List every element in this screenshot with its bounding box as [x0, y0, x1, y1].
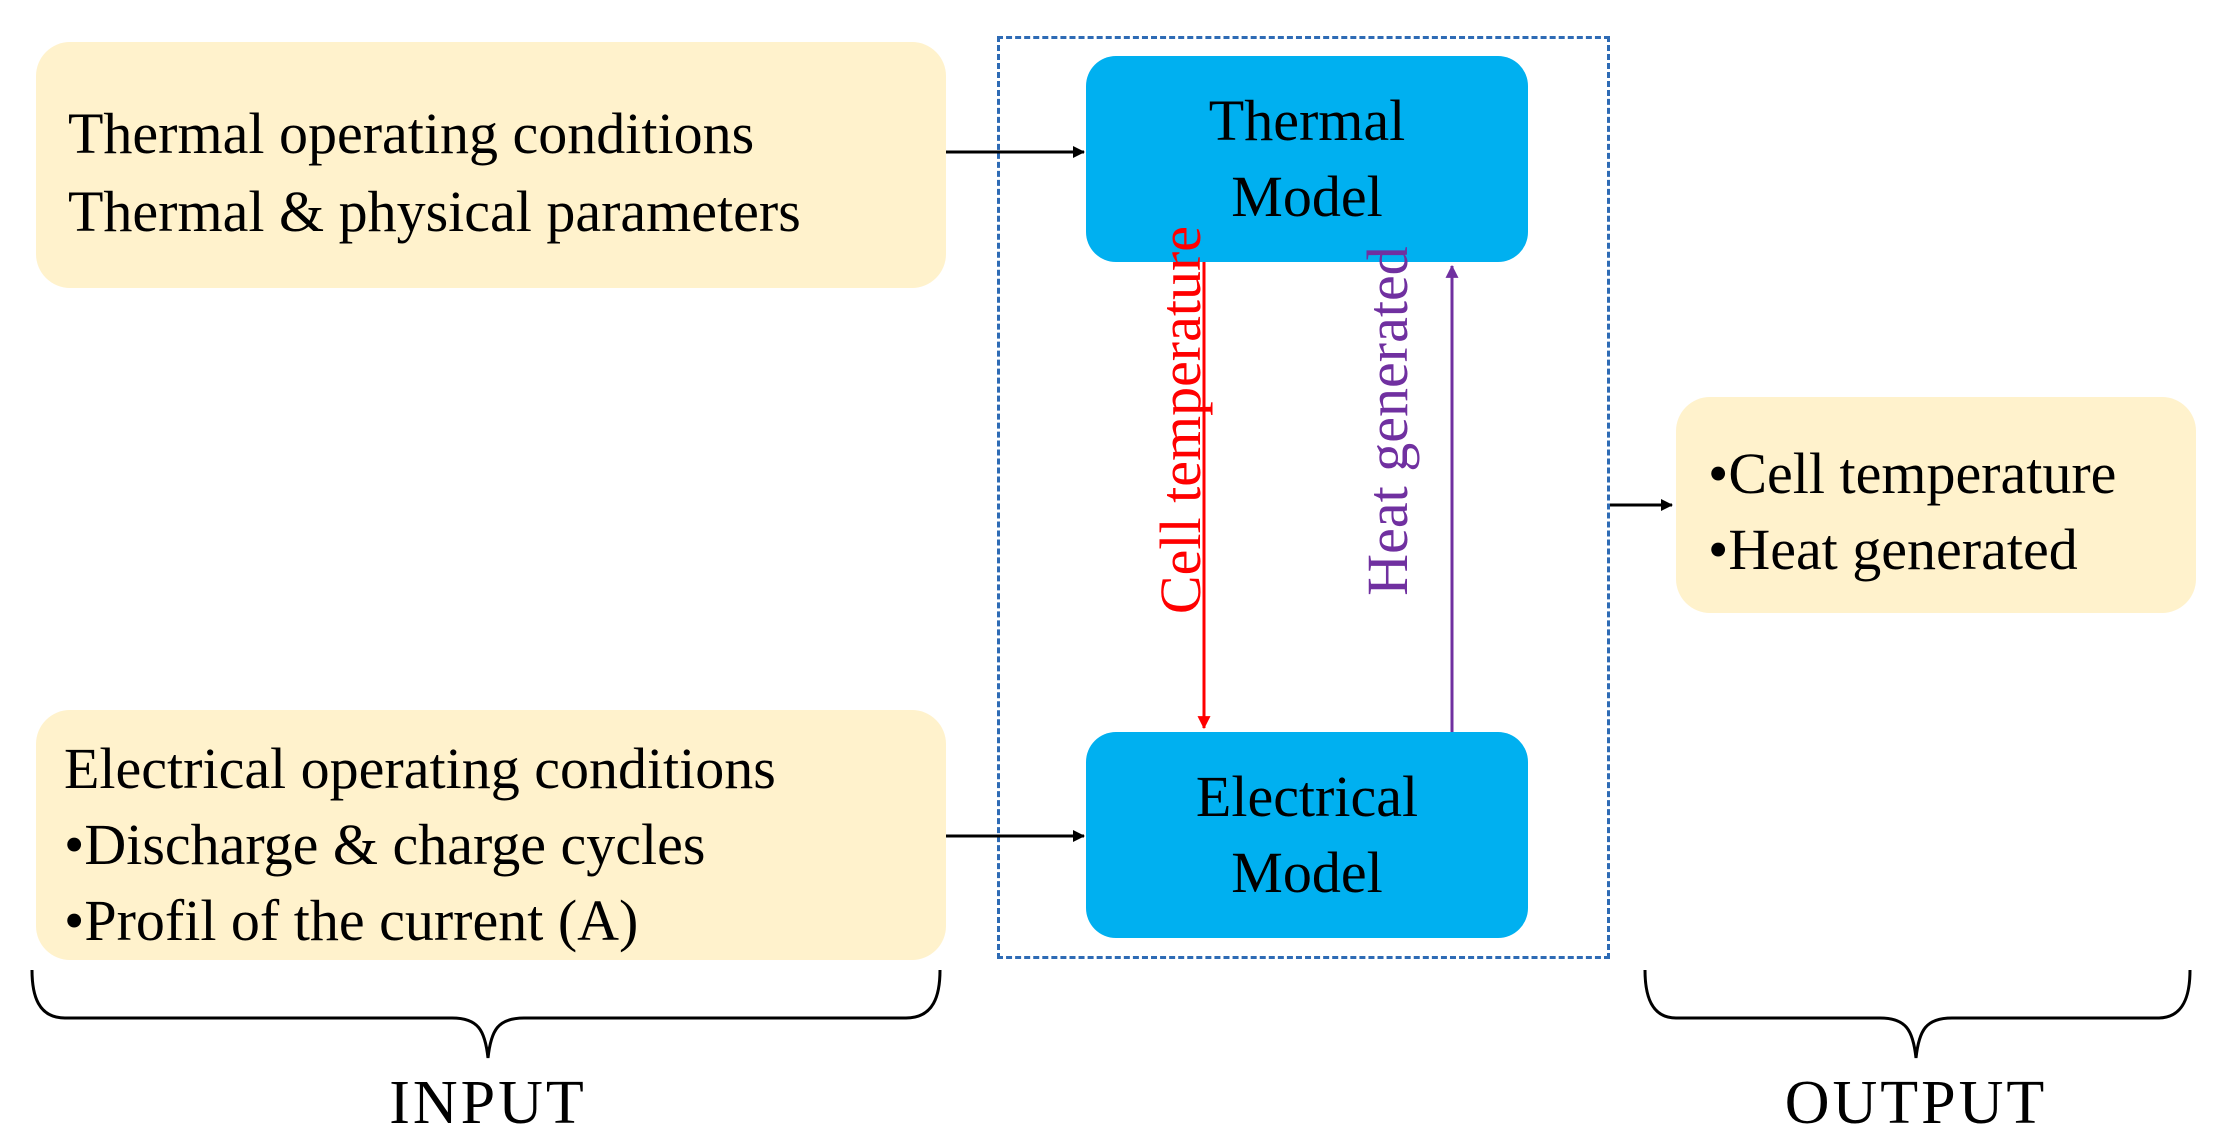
- output-bullet-2: •Heat generated: [1708, 521, 2078, 579]
- output-box: •Cell temperature •Heat generated: [1676, 397, 2196, 613]
- bullet-marker: •: [1708, 441, 1729, 506]
- electrical-model-line-1: Electrical: [1195, 764, 1419, 829]
- output-bullet-1: •Cell temperature: [1708, 445, 2116, 503]
- output-bullet-2-text: Heat generated: [1728, 517, 2078, 582]
- electrical-input-bullet-1: •Discharge & charge cycles: [64, 816, 705, 874]
- bullet-marker: •: [64, 888, 85, 953]
- input-label: INPUT: [389, 1069, 587, 1137]
- electrical-input-title: Electrical operating conditions: [64, 736, 776, 801]
- output-brace: [1643, 969, 2192, 1059]
- electrical-input-box: Electrical operating conditions •Dischar…: [36, 710, 946, 960]
- thermal-input-line-2: Thermal & physical parameters: [68, 179, 801, 244]
- thermal-model-line-1: Thermal: [1208, 88, 1406, 153]
- thermal-model-line-2: Model: [1231, 164, 1383, 229]
- bullet-marker: •: [64, 812, 85, 877]
- thermal-model-box: Thermal Model: [1086, 56, 1528, 262]
- electrical-input-bullet-2: •Profil of the current (A): [64, 892, 638, 950]
- output-label: OUTPUT: [1784, 1069, 2048, 1137]
- electrical-model-line-2: Model: [1231, 840, 1383, 905]
- input-brace: [30, 969, 942, 1059]
- electrical-model-box: Electrical Model: [1086, 732, 1528, 938]
- coupled-model-frame: [997, 36, 1610, 959]
- thermal-input-line-1: Thermal operating conditions: [68, 101, 755, 166]
- bullet-marker: •: [1708, 517, 1729, 582]
- electrical-input-bullet-1-text: Discharge & charge cycles: [84, 812, 706, 877]
- output-bullet-1-text: Cell temperature: [1728, 441, 2117, 506]
- thermal-input-box: Thermal operating conditions Thermal & p…: [36, 42, 946, 288]
- electrical-input-bullet-2-text: Profil of the current (A): [84, 888, 639, 953]
